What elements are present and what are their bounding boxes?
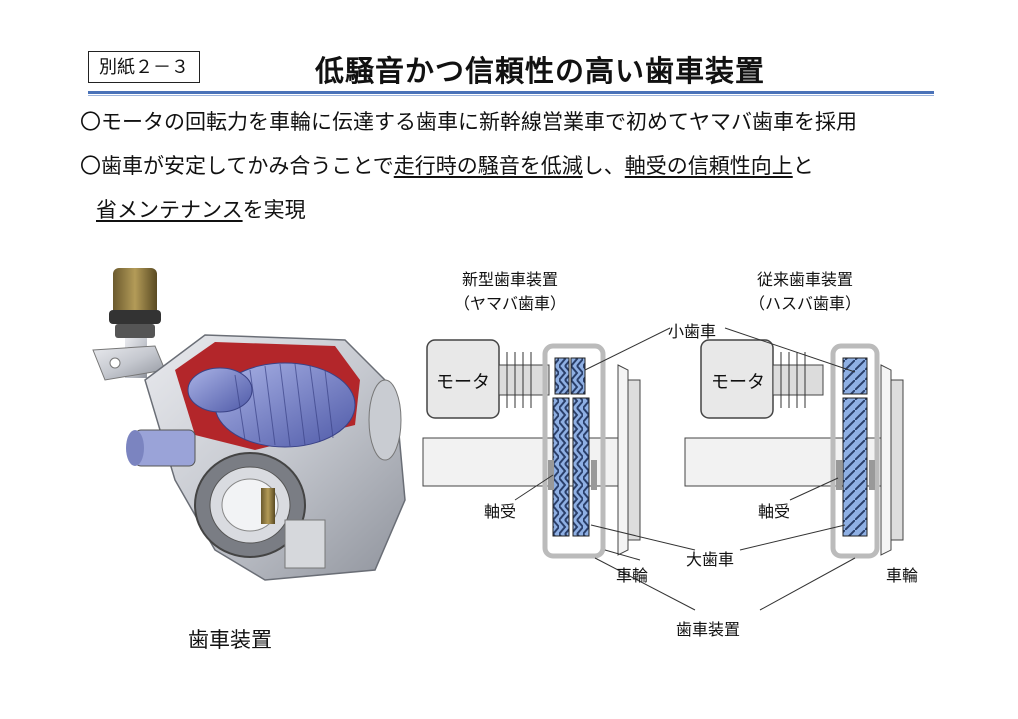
bullet-2-underline-noise: 走行時の騒音を低減 [393,154,583,178]
wheel-label-new: 車輪 [616,566,649,585]
bullet-1: 〇モータの回転力を車輪に伝達する歯車に新幹線営業車で初めてヤマバ歯車を採用 [80,110,857,134]
photo-caption: 歯車装置 [188,628,272,652]
bullet-3-underline-maintenance: 省メンテナンス [96,198,243,222]
bearing-label-old: 軸受 [758,502,791,521]
bullet-3: 省メンテナンスを実現 [96,194,306,224]
bearing-label-new: 軸受 [484,502,517,521]
large-gear-label: 大歯車 [686,550,735,569]
title-rule [88,91,934,94]
bullet-2: 〇歯車が安定してかみ合うことで走行時の騒音を低減し、軸受の信頼性向上と [80,150,814,180]
bullet-2-underline-bearing: 軸受の信頼性向上 [624,154,793,178]
bullet-2-text-a: 〇歯車が安定してかみ合うことで [80,154,394,178]
bullet-3-text-b: を実現 [242,198,306,222]
bullet-2-text-c: し、 [582,154,625,178]
gear-comparison-diagram [422,327,904,611]
new-gear-title: 新型歯車装置 [461,270,558,289]
gear-unit-label: 歯車装置 [676,620,741,639]
wheel-label-old: 車輪 [886,566,919,585]
gear-unit-photo [92,268,406,581]
small-gear-label: 小歯車 [668,322,717,341]
motor-label-new: モータ [436,372,490,393]
document-label: 別紙２－３ [88,51,200,83]
new-gear-subtitle: （ヤマバ歯車） [453,294,566,313]
old-gear-subtitle: （ハスバ歯車） [748,294,861,313]
old-gear-title: 従来歯車装置 [756,270,853,289]
title-rule-thin [88,95,934,96]
bullet-2-text-e: と [792,154,814,178]
motor-label-old: モータ [711,372,765,393]
page-title: 低騒音かつ信頼性の高い歯車装置 [314,54,765,88]
